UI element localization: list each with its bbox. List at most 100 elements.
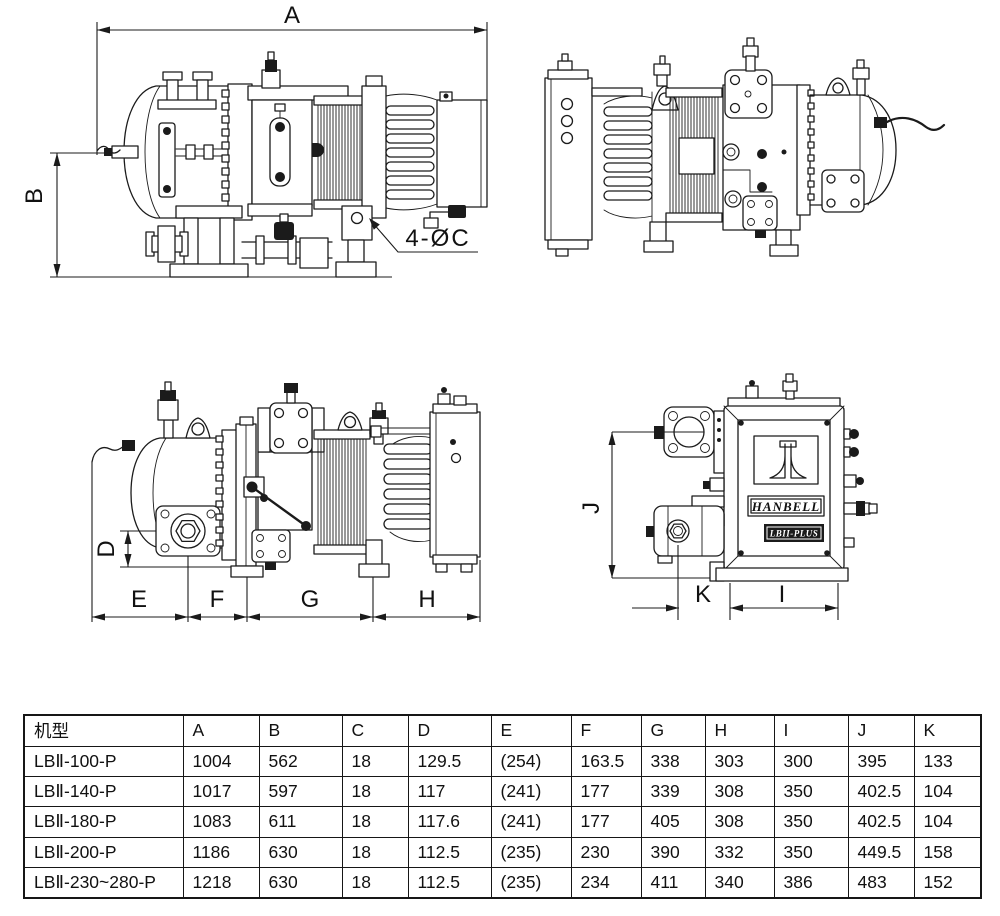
- fin-section: [313, 411, 371, 555]
- motor-section: [603, 55, 679, 223]
- sensor-connector: [874, 117, 887, 128]
- feet: [643, 221, 799, 257]
- lifting-lug: [337, 411, 363, 431]
- table-cell: 449.5: [847, 836, 915, 869]
- table-cell: (235): [490, 836, 572, 869]
- table-cell: 350: [773, 806, 849, 838]
- dimension-a: A: [96, 2, 488, 155]
- table-cell: 308: [704, 806, 775, 838]
- suction-housing: [796, 59, 946, 216]
- hole-callout: 4-ØC: [369, 218, 478, 253]
- dim-label-j: J: [578, 502, 605, 514]
- table-cell: 117: [407, 775, 492, 808]
- table-cell: 350: [773, 836, 849, 869]
- table-cell: 303: [704, 745, 775, 777]
- nameplate-patch: [678, 137, 715, 175]
- base-plate: [709, 561, 849, 582]
- table-cell: 386: [773, 867, 849, 899]
- fin-section: [665, 87, 723, 223]
- table-header-g: G: [640, 714, 706, 747]
- table-row: LBⅡ-180-P 1083 611 18 117.6 (241) 177 40…: [23, 806, 982, 838]
- table-cell: 1004: [182, 745, 260, 777]
- dimension-b: B: [21, 152, 392, 278]
- table-header-a: A: [182, 714, 260, 747]
- dim-label-c: 4-ØC: [405, 225, 470, 252]
- dim-label-f: F: [210, 586, 225, 613]
- table-cell: 163.5: [570, 745, 642, 777]
- brand-plate: [747, 495, 825, 517]
- dimension-d: D: [93, 530, 235, 568]
- dimension-efgh: E F G H: [91, 462, 481, 622]
- table-cell: (254): [490, 745, 572, 777]
- suction-end-box: [436, 99, 488, 208]
- mounting-hole: [350, 211, 364, 225]
- table-header-f: F: [570, 714, 642, 747]
- table-cell: 338: [640, 745, 706, 777]
- view-end: J HA: [578, 373, 878, 620]
- table-header-c: C: [341, 714, 409, 747]
- series-badge: [764, 524, 824, 542]
- oil-separator: [91, 381, 226, 549]
- table-cell: 104: [913, 806, 982, 838]
- table-header-model: 机型: [23, 714, 184, 747]
- compression-housing: [722, 37, 801, 238]
- table-header-e: E: [490, 714, 572, 747]
- dimension-table: 机型 A B C D E F G H I J K LBⅡ-100-P 100: [23, 714, 982, 899]
- table-cell: 18: [341, 775, 409, 808]
- model-cell: LBⅡ-180-P: [23, 806, 184, 838]
- table-cell: (235): [490, 867, 572, 899]
- table-cell: 597: [258, 775, 343, 808]
- valve-lever: [250, 485, 308, 528]
- oil-pump-front: [646, 495, 725, 564]
- table-row: LBⅡ-200-P 1186 630 18 112.5 (235) 230 39…: [23, 836, 982, 869]
- table-cell: 630: [258, 836, 343, 869]
- dim-label-k: K: [695, 581, 711, 608]
- motor-section: [369, 402, 433, 549]
- oil-pump: [155, 505, 221, 557]
- capacity-slide-indicator: [269, 117, 291, 187]
- view-side-right: [544, 37, 946, 257]
- table-cell: 177: [570, 775, 642, 808]
- brand-label: HANBELL: [751, 499, 820, 514]
- table-cell: 1186: [182, 836, 260, 869]
- table-header-h: H: [704, 714, 775, 747]
- table-row: LBⅡ-140-P 1017 597 18 117 (241) 177 339 …: [23, 775, 982, 808]
- table-header-i: I: [773, 714, 849, 747]
- compressor-drawings: A B: [21, 2, 946, 622]
- dim-label-b: B: [21, 188, 48, 204]
- terminal-box-front: HANBELL LBII-PLUS: [723, 373, 845, 571]
- table-cell: 1218: [182, 867, 260, 899]
- table-header-k: K: [913, 714, 982, 747]
- fin-section: [313, 95, 365, 210]
- table-cell: 611: [258, 806, 343, 838]
- table-cell: 1083: [182, 806, 260, 838]
- table-cell: 18: [341, 867, 409, 899]
- table-cell: 18: [341, 836, 409, 869]
- dim-label-d: D: [93, 540, 120, 557]
- table-header-row: 机型 A B C D E F G H I J K: [23, 714, 982, 747]
- table-cell: 112.5: [407, 867, 492, 899]
- table-cell: (241): [490, 806, 572, 838]
- table-cell: 402.5: [847, 775, 915, 808]
- table-cell: 395: [847, 745, 915, 777]
- dim-label-e: E: [131, 586, 147, 613]
- hanbell-bell-icon: [769, 440, 807, 479]
- table-header-j: J: [847, 714, 915, 747]
- motor-section: [361, 75, 488, 229]
- table-cell: 411: [640, 867, 706, 899]
- model-cell: LBⅡ-100-P: [23, 745, 184, 777]
- table-cell: (241): [490, 775, 572, 808]
- dim-label-h: H: [418, 586, 435, 613]
- dimension-ki: K I: [632, 545, 839, 620]
- base-piping: [145, 205, 377, 278]
- table-cell: 562: [258, 745, 343, 777]
- terminal-box: [544, 53, 643, 257]
- table-cell: 405: [640, 806, 706, 838]
- table-row: LBⅡ-230~280-P 1218 630 18 112.5 (235) 23…: [23, 867, 982, 899]
- model-cell: LBⅡ-230~280-P: [23, 867, 184, 899]
- dim-label-a: A: [284, 2, 300, 29]
- dim-label-i: I: [779, 581, 786, 608]
- oil-separator: [96, 71, 233, 219]
- table-cell: 18: [341, 806, 409, 838]
